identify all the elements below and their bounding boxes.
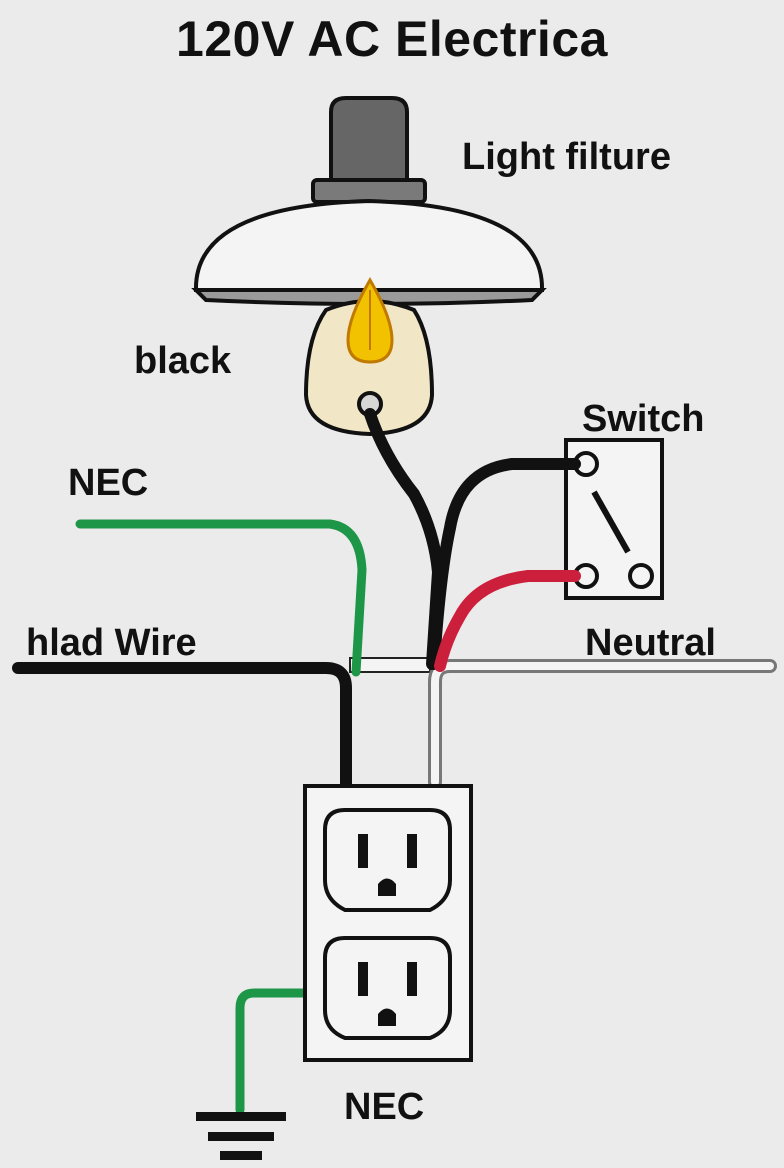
diagram-title: 120V AC Electrica [176, 11, 608, 67]
ground-wire-bottom [235, 988, 313, 1115]
neutral-wire-label: Neutral [585, 622, 716, 664]
fixture-black-wire [364, 408, 444, 670]
black-wire-label: black [134, 340, 232, 382]
ground-symbol-icon [196, 1112, 286, 1160]
wires [12, 408, 777, 1115]
hot-wire [12, 662, 352, 790]
junction-bar [349, 657, 431, 673]
fixture-shade [193, 198, 545, 292]
switch-black-wire [428, 458, 581, 670]
outlet-bottom [323, 936, 452, 1040]
switch-terminal-bottom-right [628, 563, 654, 589]
fixture-cap [329, 96, 409, 182]
light-fixture-label: Light filture [462, 136, 671, 178]
duplex-receptacle [303, 784, 473, 1062]
switch-red-wire [434, 570, 581, 672]
outlet-top [323, 808, 452, 912]
ground-label-bottom: NEC [344, 1086, 425, 1128]
fixture-collar [311, 178, 427, 204]
switch-lever [591, 490, 631, 554]
neutral-wire [428, 659, 777, 789]
hot-wire-label: hlad Wire [26, 622, 197, 664]
light-fixture [191, 96, 547, 437]
ground-wire-top [75, 519, 367, 677]
ground-label-top: NEC [68, 462, 149, 504]
bulb-glass [303, 299, 435, 437]
switch-box [564, 438, 664, 600]
switch-label: Switch [582, 398, 705, 440]
